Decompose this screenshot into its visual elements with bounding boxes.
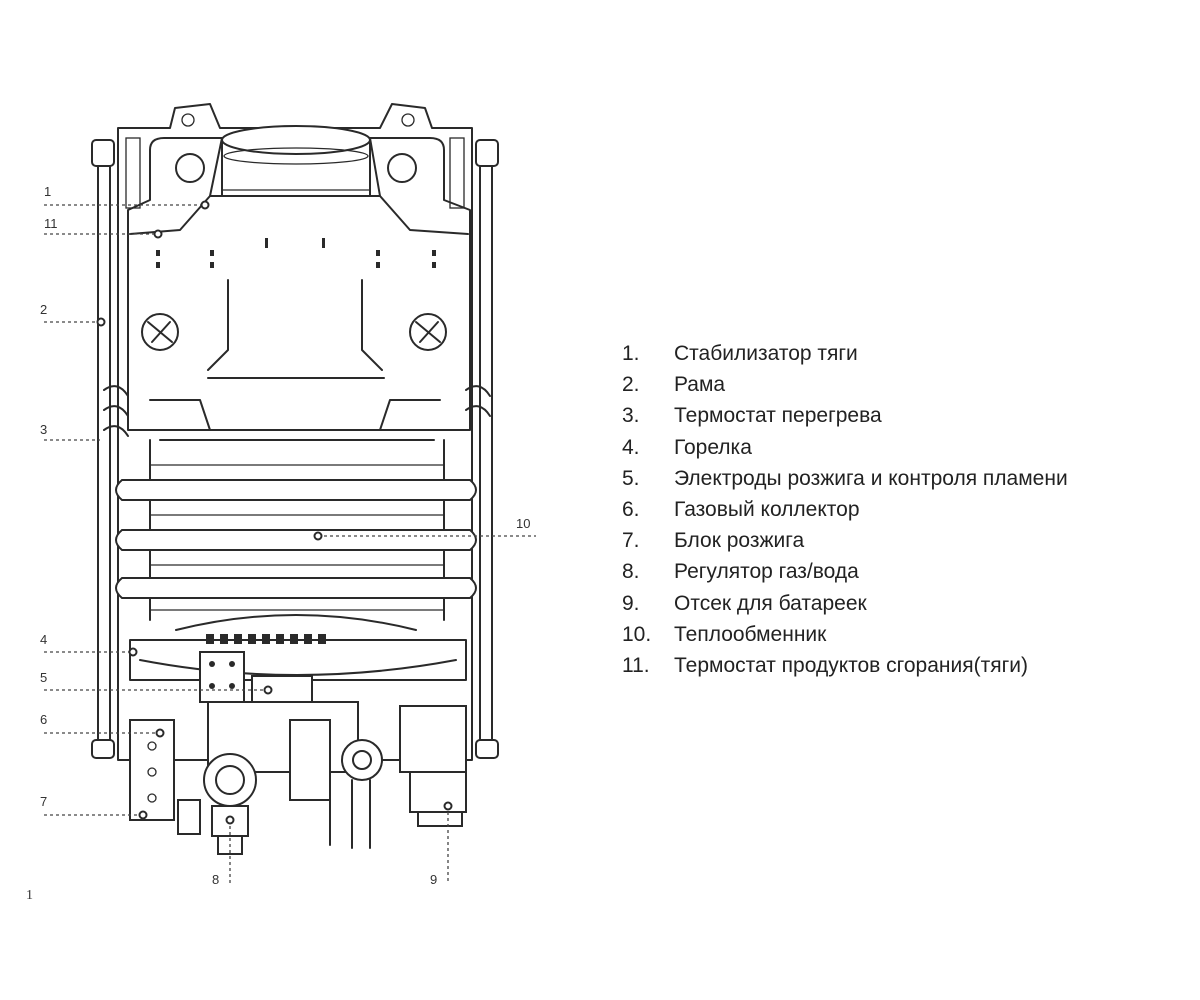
heat-exchanger — [103, 385, 491, 611]
callout-10: 10 — [516, 516, 530, 531]
burner — [129, 614, 467, 681]
legend-item: 10.Теплообменник — [622, 622, 827, 646]
flue-collar — [221, 125, 371, 197]
callout-4: 4 — [40, 632, 47, 647]
legend-item: 3.Термостат перегрева — [622, 404, 882, 428]
callout-9: 9 — [430, 872, 437, 887]
callout-11: 11 — [44, 216, 58, 231]
callout-1: 1 — [44, 184, 51, 199]
legend-item: 4.Горелка — [622, 435, 752, 459]
ignition-block — [129, 719, 201, 835]
page-mark: 1 — [26, 888, 33, 903]
frame — [91, 139, 499, 759]
leader-lines — [44, 200, 536, 884]
legend-item: 9.Отсек для батареек — [622, 591, 867, 615]
draft-hood — [127, 137, 471, 431]
callout-3: 3 — [40, 422, 47, 437]
back-plate — [117, 103, 473, 761]
ignition-electrodes — [199, 651, 313, 703]
legend-item: 5.Электроды розжига и контроля пламени — [622, 466, 1068, 490]
callout-numbers: 1 11 2 3 10 4 5 6 7 8 9 — [40, 184, 530, 887]
legend-item: 8.Регулятор газ/вода — [622, 560, 859, 584]
callout-5: 5 — [40, 670, 47, 685]
gas-water-regulator — [203, 701, 383, 855]
callout-7: 7 — [40, 794, 47, 809]
callout-6: 6 — [40, 712, 47, 727]
callout-2: 2 — [40, 302, 47, 317]
legend-item: 6.Газовый коллектор — [622, 497, 860, 521]
legend-item: 11.Термостат продуктов сгорания(тяги) — [622, 653, 1028, 677]
battery-compartment — [399, 705, 467, 827]
legend-item: 7.Блок розжига — [622, 529, 805, 553]
legend-list: 1.Стабилизатор тяги 2.Рама 3.Термостат п… — [622, 338, 1068, 681]
legend-item: 1.Стабилизатор тяги — [622, 342, 858, 365]
callout-8: 8 — [212, 872, 219, 887]
legend-item: 2.Рама — [622, 373, 726, 397]
